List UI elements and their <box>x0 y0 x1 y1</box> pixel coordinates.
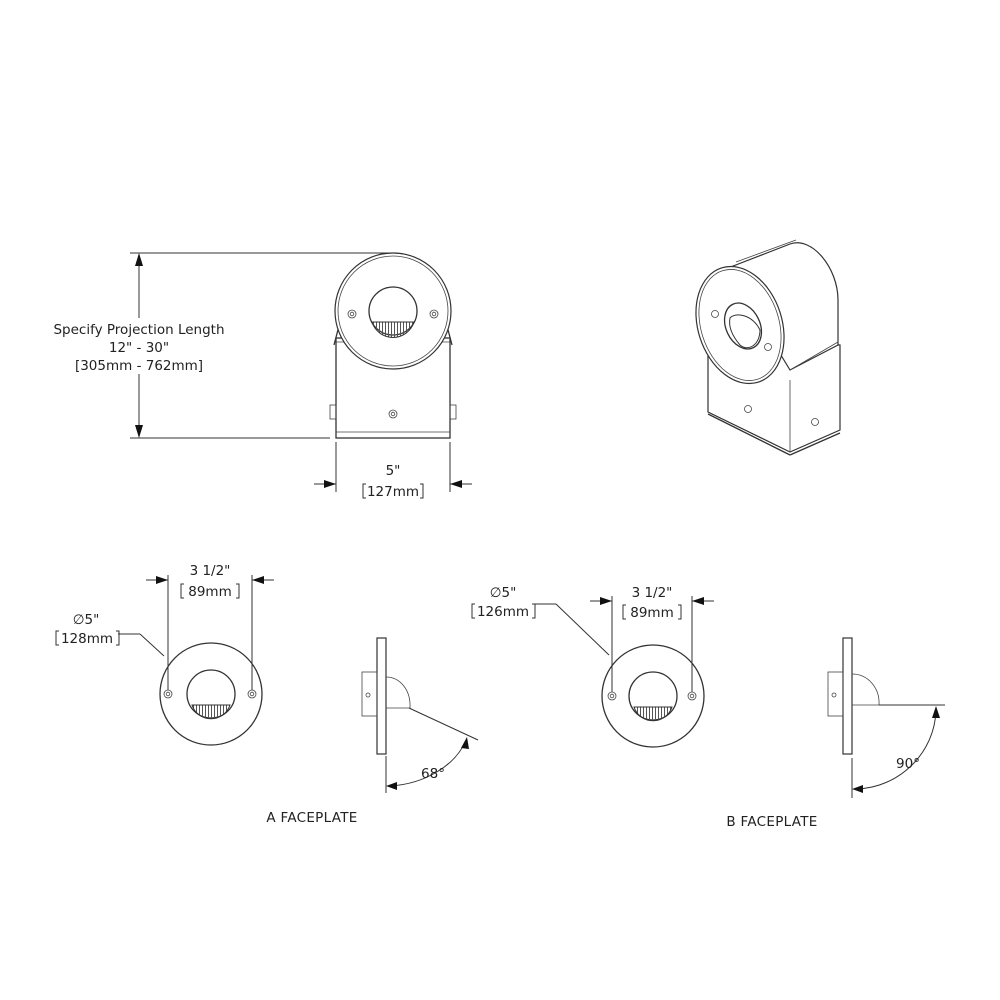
arrow-right-icon <box>324 480 336 488</box>
faceplate-a-circle <box>159 642 263 746</box>
arrow-down-icon <box>135 425 143 438</box>
arrow-left-icon <box>692 597 704 605</box>
width-dimension: 5" 127mm <box>314 442 472 500</box>
faceplate-b-spacing: 3 1/2" <box>632 585 673 601</box>
projection-range-metric: [305mm - 762mm] <box>75 358 203 374</box>
screw-icon <box>744 405 752 413</box>
screw-icon <box>163 689 173 699</box>
faceplate-b-circle <box>601 644 705 748</box>
arrow-left-icon <box>450 480 462 488</box>
side-stub-right <box>449 404 457 420</box>
faceplate-b-side: 90° <box>827 637 945 798</box>
faceplate-a-eyelid <box>385 676 411 709</box>
faceplate-a-spacing-metric: 89mm <box>188 584 231 600</box>
faceplate-a-housing-stub <box>361 671 378 717</box>
screw-icon <box>607 691 617 701</box>
faceplate-b-diameter-metric: 126mm <box>477 604 529 620</box>
projection-range-imperial: 12" - 30" <box>109 340 169 356</box>
faceplate-a-diameter: ∅5" <box>73 612 100 628</box>
side-stub-left <box>329 404 337 420</box>
faceplate-b-eyelid <box>851 673 880 706</box>
faceplate-a-spacing: 3 1/2" <box>190 563 231 579</box>
arrow-up-icon <box>135 253 143 266</box>
width-imperial: 5" <box>386 463 401 479</box>
screw-icon <box>429 309 439 319</box>
louver-hatch <box>371 321 415 338</box>
iso-eyelid <box>729 314 761 349</box>
faceplate-b-spacing-metric: 89mm <box>630 605 673 621</box>
faceplate-b-angle: 90° <box>896 756 920 772</box>
iso-cylinder <box>727 242 839 371</box>
arrow-left-icon <box>852 785 863 793</box>
screw-icon <box>388 409 398 419</box>
faceplate-b-diameter: ∅5" <box>490 585 517 601</box>
arrow-up-icon <box>461 737 469 749</box>
faceplate-a-angle: 68° <box>421 766 445 782</box>
faceplate-rim <box>337 255 449 367</box>
arrow-right-icon <box>600 597 612 605</box>
angle-arc-b <box>855 709 937 790</box>
faceplate-b-plate <box>842 637 853 755</box>
faceplate-front <box>334 252 452 370</box>
projection-dimension: Specify Projection Length 12" - 30" [305… <box>44 252 392 439</box>
faceplate-b-title: B FACEPLATE <box>726 814 817 830</box>
arrow-left-icon <box>386 782 397 790</box>
front-elevation <box>329 252 457 439</box>
faceplate-b-housing-stub <box>827 671 844 717</box>
faceplate-a-diameter-metric: 128mm <box>61 631 113 647</box>
faceplate-a-side: 68° <box>361 637 479 793</box>
arrow-right-icon <box>156 576 168 584</box>
screw-icon <box>811 418 819 426</box>
metric-brackets <box>362 483 424 499</box>
screw-icon <box>764 343 772 351</box>
faceplate-b-louver <box>633 706 673 722</box>
width-metric: 127mm <box>367 484 419 500</box>
screw-icon <box>711 310 719 318</box>
screw-icon <box>247 689 257 699</box>
faceplate-a-title: A FACEPLATE <box>266 810 357 826</box>
iso-lens-opening <box>723 302 763 350</box>
faceplate-a-front: 3 1/2" 89mm ∅5" 128mm <box>55 563 274 746</box>
isometric-view <box>695 239 841 456</box>
arrow-up-icon <box>932 706 940 718</box>
screw-icon <box>687 691 697 701</box>
arrow-left-icon <box>252 576 264 584</box>
faceplate-a-louver <box>191 704 231 720</box>
faceplate-a-plate <box>376 637 387 755</box>
screw-icon <box>347 309 357 319</box>
faceplate-b-front: 3 1/2" 89mm ∅5" 126mm <box>471 585 714 748</box>
projection-label: Specify Projection Length <box>53 322 224 338</box>
